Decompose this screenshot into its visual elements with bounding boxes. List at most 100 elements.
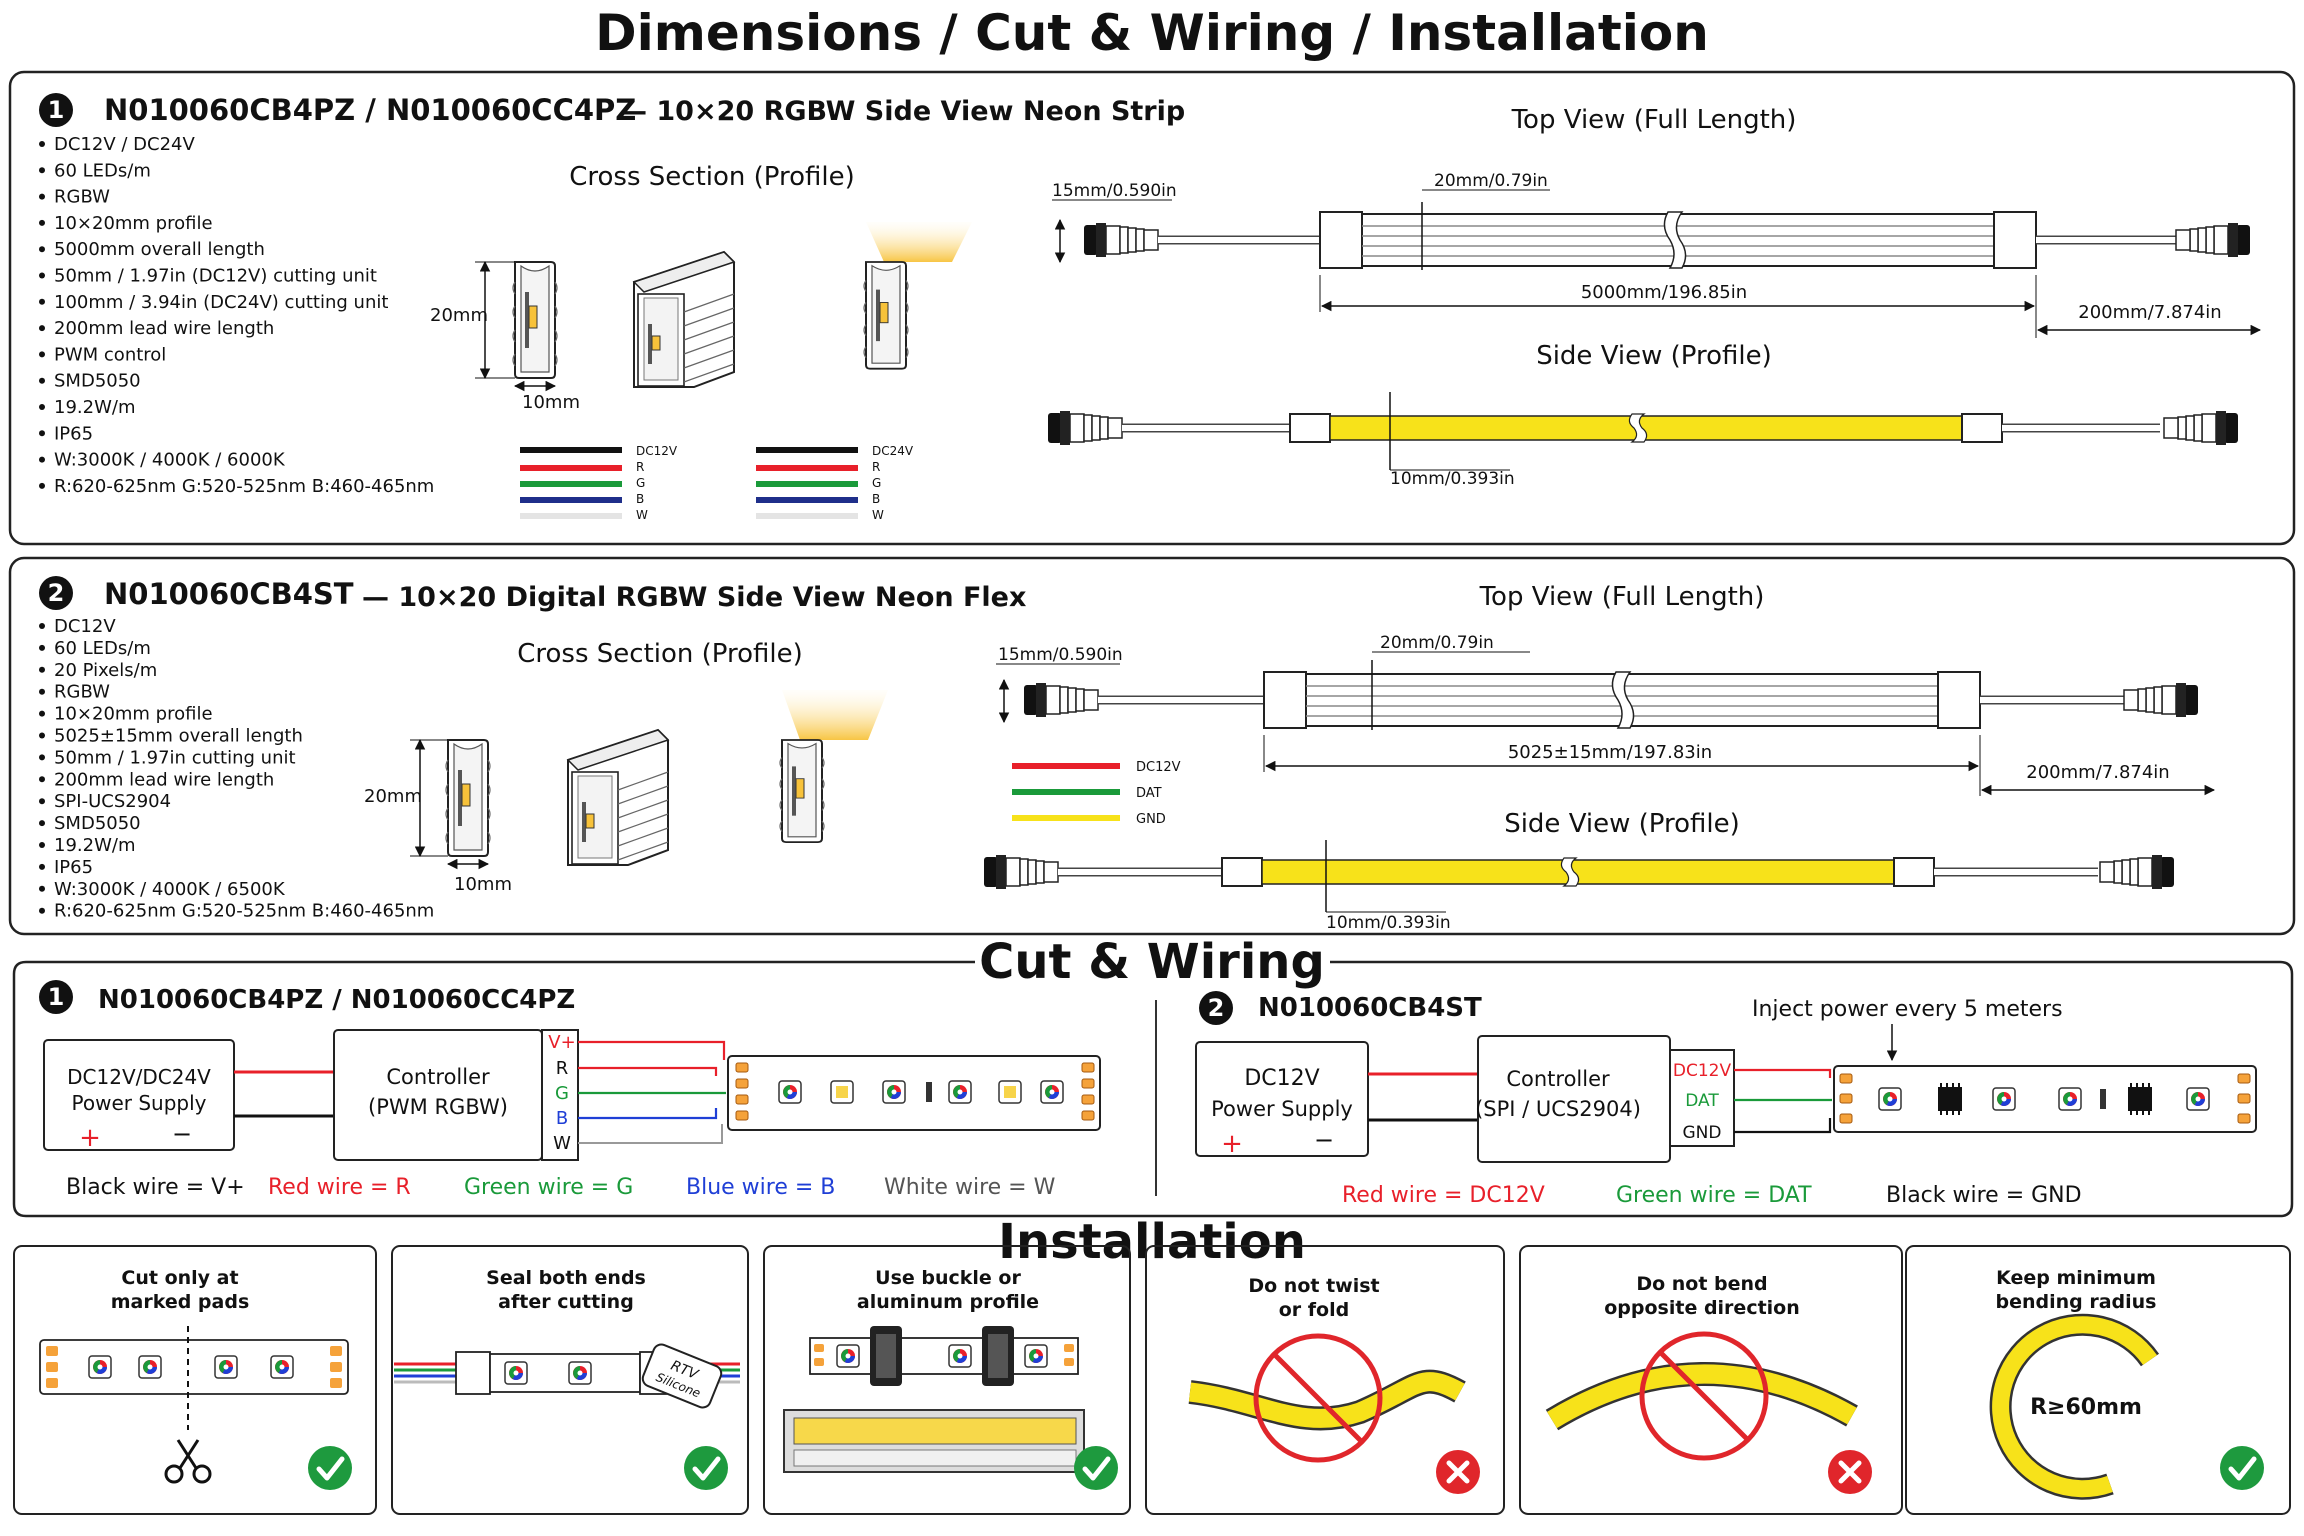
wire-legend-item: Blue wire = B [686, 1175, 835, 1200]
pin-label: G [555, 1083, 569, 1104]
legend-label: R [636, 460, 644, 474]
bullet [39, 193, 45, 200]
bullet [39, 351, 45, 358]
profile-lit [779, 690, 888, 844]
bullet [39, 246, 45, 253]
spec-item: 50mm / 1.97in (DC12V) cutting unit [54, 266, 377, 287]
check-icon [2220, 1446, 2264, 1490]
wire-legend-item: Green wire = DAT [1616, 1183, 1812, 1208]
bullet [39, 456, 45, 463]
bullet [39, 798, 45, 805]
spec-item: IP65 [54, 857, 93, 878]
number-badge [39, 93, 73, 127]
step-cut: Cut only at marked pads [39, 1267, 352, 1490]
profile-lit [863, 222, 972, 370]
profile-3d [567, 729, 669, 866]
bullet [39, 272, 45, 279]
profile-cross-section [445, 739, 491, 857]
psu-label: Power Supply [72, 1091, 207, 1115]
number-badge [39, 576, 73, 610]
cross-icon [1436, 1450, 1480, 1494]
legend-label: B [872, 492, 880, 506]
height-label: 20mm [430, 305, 488, 326]
width-dim: 20mm/0.79in [1434, 171, 1548, 191]
pin-label: R [556, 1058, 569, 1079]
side-view-drawing [1047, 410, 2239, 446]
cross-section-title: Cross Section (Profile) [569, 162, 855, 192]
bullet [39, 754, 45, 761]
spec-item: 5000mm overall length [54, 239, 265, 260]
spec-item: SMD5050 [54, 813, 141, 834]
bullet [39, 141, 45, 147]
wire-legend-item: White wire = W [884, 1175, 1056, 1200]
legend-label: GND [1136, 812, 1166, 827]
check-icon [308, 1446, 352, 1490]
spec-item: 19.2W/m [54, 835, 135, 856]
spec-item: 50mm / 1.97in cutting unit [54, 747, 296, 768]
step-caption: opposite direction [1604, 1297, 1800, 1319]
spec-item: 60 LEDs/m [54, 160, 151, 181]
power-supply-box [1195, 1041, 1369, 1157]
step-caption: Do not bend [1636, 1273, 1767, 1295]
wire-legend-item: Green wire = G [464, 1175, 633, 1200]
step-caption: aluminum profile [857, 1291, 1039, 1313]
legend-label: R [872, 460, 880, 474]
section-title: Cut & Wiring [979, 934, 1325, 990]
bullet [39, 863, 45, 870]
pin-label: W [553, 1133, 571, 1154]
wiring-model: N010060CB4ST [1258, 993, 1482, 1023]
minus-sign: − [1314, 1126, 1334, 1154]
connector-dim: 15mm/0.590in [1052, 181, 1177, 201]
legend-label: DC24V [872, 444, 914, 458]
minus-sign: − [172, 1120, 192, 1148]
power-supply-box [43, 1039, 235, 1151]
step-bending-radius: Keep minimum bending radius R≥60mm [1989, 1267, 2264, 1500]
spec-item: W:3000K / 4000K / 6500K [54, 879, 286, 900]
bullet [39, 842, 45, 848]
legend-label: G [636, 476, 645, 490]
spec-item: 10×20mm profile [54, 213, 213, 234]
bullet [39, 482, 45, 489]
number-badge-text: 2 [48, 579, 65, 607]
wiring-model: N010060CB4PZ / N010060CC4PZ [98, 985, 575, 1015]
step-seal: Seal both ends after cutting RTV Silicon… [394, 1267, 740, 1490]
radius-label: R≥60mm [2030, 1395, 2142, 1420]
check-icon [1074, 1446, 1118, 1490]
step-caption: Use buckle or [875, 1267, 1021, 1289]
step-caption: bending radius [1995, 1291, 2156, 1313]
step-caption: Seal both ends [486, 1267, 646, 1289]
spec-item: R:620-625nm G:520-525nm B:460-465nm [54, 901, 434, 922]
psu-label: Power Supply [1211, 1097, 1353, 1121]
step-caption: marked pads [111, 1291, 250, 1313]
top-view-drawing [1023, 671, 2199, 729]
spec-item: 100mm / 3.94in (DC24V) cutting unit [54, 292, 388, 313]
wire-legend-dc24v: DC24V R G B W [756, 444, 914, 522]
scissors-icon [164, 1439, 212, 1484]
wire-legend-dc12v: DC12V R G B W [520, 444, 678, 522]
spec-item: R:620-625nm G:520-525nm B:460-465nm [54, 476, 434, 497]
spec-item: 200mm lead wire length [54, 769, 274, 790]
legend-label: W [872, 508, 884, 522]
page-title: Dimensions / Cut & Wiring / Installation [595, 4, 1709, 62]
plus-sign: + [1221, 1129, 1243, 1159]
length-dim: 5025±15mm/197.83in [1508, 742, 1712, 763]
section-title: Installation [998, 1214, 1306, 1270]
cross-icon [1828, 1450, 1872, 1494]
spec-item: W:3000K / 4000K / 6000K [54, 450, 286, 471]
plus-sign: + [79, 1123, 101, 1153]
bullet [39, 776, 45, 783]
bullet [39, 907, 45, 914]
inject-note: Inject power every 5 meters [1752, 997, 2063, 1022]
psu-label: DC12V/DC24V [67, 1065, 211, 1089]
width-label: 10mm [522, 392, 580, 413]
product-description: — 10×20 RGBW Side View Neon Strip [620, 96, 1185, 127]
spec-item: SPI-UCS2904 [54, 791, 171, 812]
controller-label: Controller [1506, 1067, 1610, 1091]
bullet [39, 430, 45, 437]
bullet [39, 644, 45, 651]
step-buckle: Use buckle or aluminum profile [783, 1267, 1118, 1490]
step-caption: Cut only at [121, 1267, 238, 1289]
side-view-title: Side View (Profile) [1504, 809, 1740, 839]
wire-legend-item: Red wire = DC12V [1342, 1183, 1545, 1208]
